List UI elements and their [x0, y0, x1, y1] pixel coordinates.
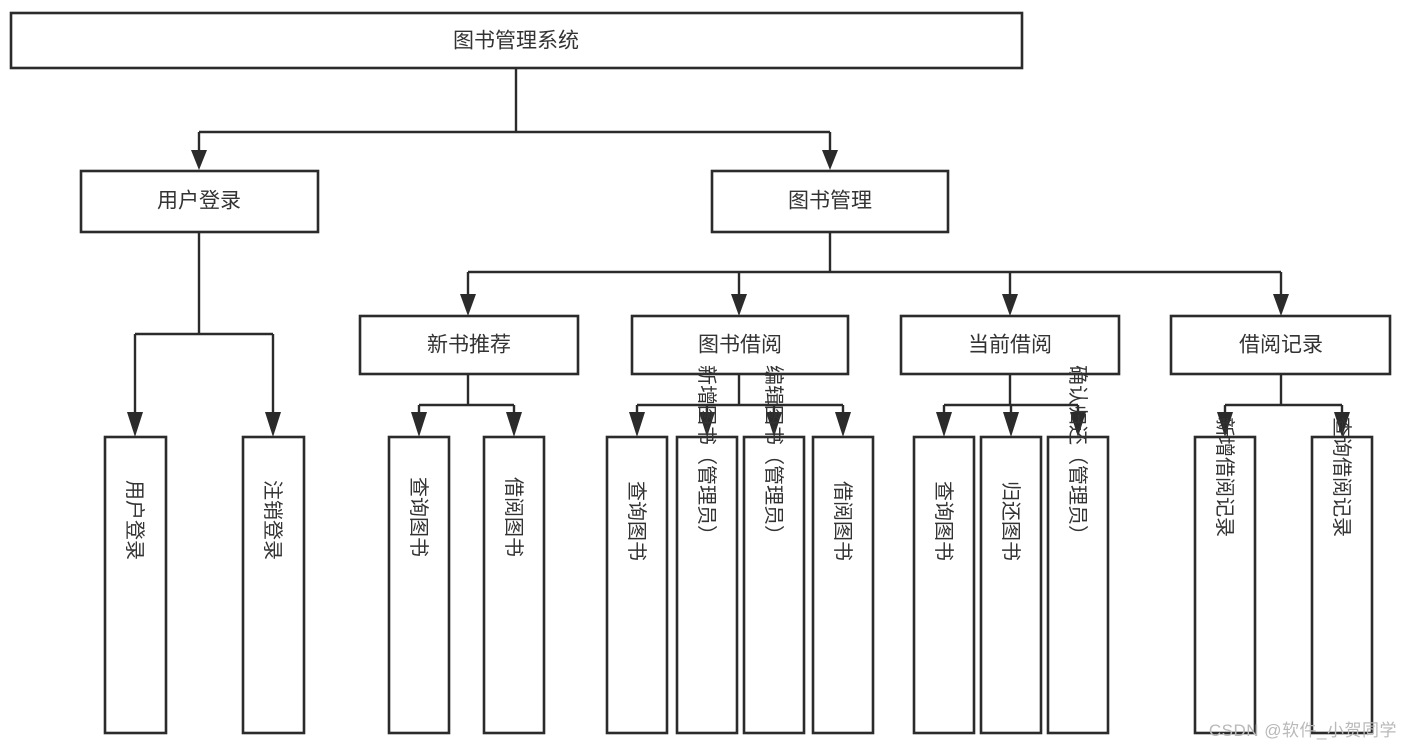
leaf-label-add-record: 新增借阅记录 [1213, 417, 1236, 537]
arrow-head-leaf-borrow-book-2 [835, 412, 851, 437]
leaf-label-query-book-1: 查询图书 [407, 477, 430, 557]
leaf-label-user-login: 用户登录 [123, 480, 146, 560]
node-borrow-record[interactable]: 借阅记录 [1169, 314, 1392, 376]
arrow-head-leaf-user-login [127, 412, 143, 437]
leaf-box-return-book[interactable] [979, 435, 1043, 735]
node-new-book-recommend-label: 新书推荐 [427, 334, 511, 357]
arrow-head-leaf-query-book-1 [411, 412, 427, 437]
node-borrow-record-label: 借阅记录 [1239, 334, 1323, 357]
leaf-boxes [103, 435, 1374, 735]
arrow-head-leaf-logout [265, 412, 281, 437]
leaf-label-query-record: 查询借阅记录 [1330, 417, 1353, 537]
leaf-label-return-book: 归还图书 [999, 481, 1022, 561]
leaf-box-user-login[interactable] [103, 435, 168, 735]
arrow-head-borrow-record [1273, 294, 1289, 316]
leaf-box-logout[interactable] [241, 435, 306, 735]
leaf-label-borrow-book-2: 借阅图书 [831, 481, 854, 561]
leaf-box-add-record[interactable] [1193, 435, 1257, 735]
arrow-head-leaf-add-record [1217, 412, 1233, 437]
arrow-head-leaf-borrow-book-1 [506, 412, 522, 437]
node-user-login[interactable]: 用户登录 [79, 169, 320, 234]
node-book-manage[interactable]: 图书管理 [710, 169, 950, 234]
node-new-book-recommend[interactable]: 新书推荐 [358, 314, 580, 376]
node-root-system-box[interactable] [9, 11, 1024, 70]
arrow-head-leaf-add-book [699, 412, 715, 437]
leaf-box-confirm-return[interactable] [1046, 435, 1110, 735]
arrow-head-leaf-query-book-2 [629, 412, 645, 437]
node-book-borrow-box[interactable] [630, 314, 850, 376]
arrow-head-leaf-query-book-3 [936, 412, 952, 437]
leaf-label-edit-book: 编辑图书（管理员） [762, 365, 785, 545]
connectors-borrowrecord-to-leaves [1217, 374, 1350, 437]
connectors-newbook-to-leaves [411, 374, 522, 437]
leaf-box-add-book[interactable] [675, 435, 739, 735]
leaf-label-add-book: 新增图书（管理员） [695, 365, 718, 545]
node-book-manage-box[interactable] [710, 169, 950, 234]
node-book-borrow-label: 图书借阅 [698, 334, 782, 357]
node-new-book-recommend-box[interactable] [358, 314, 580, 376]
node-book-manage-label: 图书管理 [788, 190, 872, 213]
connectors-root-to-level2 [191, 68, 838, 170]
leaf-label-borrow-book-1: 借阅图书 [502, 477, 525, 557]
csdn-watermark: CSDN @软件_小贺同学 [1208, 721, 1397, 740]
node-user-login-box[interactable] [79, 169, 320, 234]
leaf-label-confirm-return: 确认归还（管理员） [1066, 365, 1089, 545]
arrow-head-leaf-query-record [1334, 412, 1350, 437]
connectors-bookborrow-to-leaves [629, 374, 851, 437]
arrow-head-leaf-confirm-return [1070, 412, 1086, 437]
node-root-system[interactable]: 图书管理系统 [9, 11, 1024, 70]
leaf-box-query-book-1[interactable] [387, 435, 451, 735]
leaf-labels: 用户登录 注销登录 查询图书 借阅图书 查询图书 新增图书（管理员） 编辑图书（… [123, 365, 1353, 561]
node-root-system-label: 图书管理系统 [453, 30, 579, 53]
node-borrow-record-box[interactable] [1169, 314, 1392, 376]
leaf-box-query-book-2[interactable] [605, 435, 669, 735]
leaf-label-query-book-3: 查询图书 [932, 481, 955, 561]
arrow-head-current-borrow [1002, 294, 1018, 316]
connectors-userlogin-to-leaves [127, 232, 281, 437]
node-current-borrow-box[interactable] [899, 314, 1121, 376]
node-current-borrow[interactable]: 当前借阅 [899, 314, 1121, 376]
leaf-label-query-book-2: 查询图书 [625, 481, 648, 561]
arrow-head-leaf-edit-book [766, 412, 782, 437]
arrow-head-user-login [191, 150, 207, 170]
connectors-currentborrow-to-leaves [936, 374, 1086, 437]
arrow-head-new-book [460, 294, 476, 316]
leaf-box-borrow-book-2[interactable] [811, 435, 875, 735]
arrow-head-book-manage [822, 150, 838, 170]
leaf-label-logout: 注销登录 [261, 480, 284, 560]
leaf-box-query-book-3[interactable] [912, 435, 976, 735]
arrow-head-book-borrow [731, 294, 747, 316]
connectors-bookmanage-to-level3 [460, 232, 1289, 316]
node-current-borrow-label: 当前借阅 [968, 334, 1052, 357]
arrow-head-leaf-return-book [1003, 412, 1019, 437]
node-book-borrow[interactable]: 图书借阅 [630, 314, 850, 376]
node-user-login-label: 用户登录 [157, 190, 241, 213]
leaf-box-edit-book[interactable] [742, 435, 806, 735]
leaf-box-query-record[interactable] [1310, 435, 1374, 735]
leaf-box-borrow-book-1[interactable] [482, 435, 546, 735]
